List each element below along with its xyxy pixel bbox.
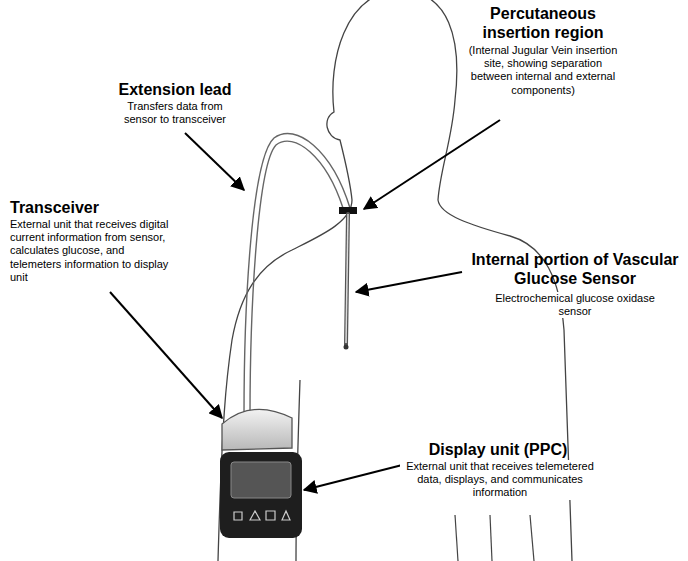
part-heading: Percutaneous insertion region: [468, 4, 618, 42]
torso-line: [455, 515, 458, 561]
torso-line: [530, 515, 534, 561]
extension-lead: [244, 134, 350, 416]
internal-sensor: [346, 214, 348, 343]
torso-line: [490, 515, 492, 561]
leader-arrow: [185, 133, 244, 190]
display-screen: [231, 462, 291, 498]
display-unit: [220, 452, 302, 538]
display-buttons: [234, 511, 290, 520]
leader-arrow: [364, 120, 500, 209]
leader-arrow: [110, 292, 222, 418]
part-description: External unit that receives telemetered …: [400, 460, 600, 500]
leader-arrow: [304, 462, 414, 490]
extension-lead: [250, 141, 343, 416]
sensor-tip: [344, 345, 349, 350]
part-heading: Display unit (PPC): [398, 440, 598, 459]
part-description: External unit that receives digital curr…: [10, 218, 178, 284]
shoulder-outline: [218, 200, 352, 561]
part-heading: Transceiver: [10, 198, 175, 217]
part-heading: Extension lead: [105, 80, 245, 99]
leader-arrow: [356, 272, 462, 292]
part-description: Electrochemical glucose oxidase sensor: [480, 292, 670, 318]
transceiver-unit: [222, 409, 292, 450]
part-description: Transfers data from sensor to transceive…: [110, 100, 240, 126]
part-description: (Internal Jugular Vein insertion site, s…: [468, 44, 618, 97]
part-heading: Internal portion of Vascular Glucose Sen…: [466, 250, 684, 288]
internal-sensor: [346, 214, 348, 345]
